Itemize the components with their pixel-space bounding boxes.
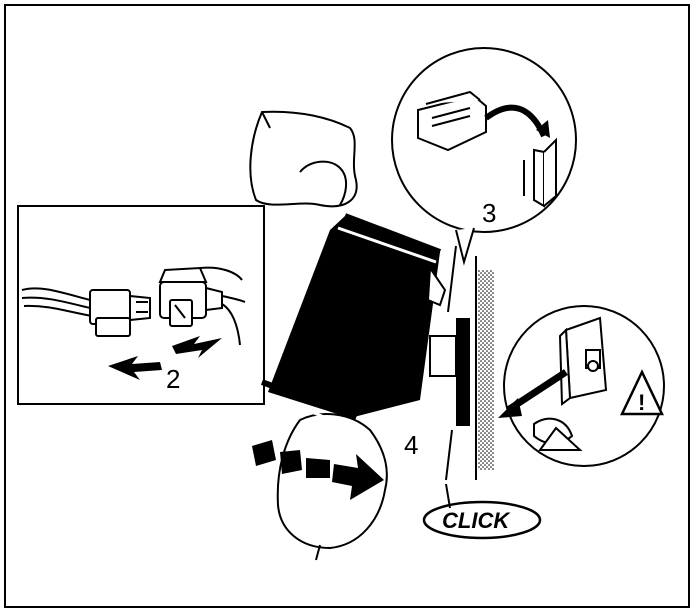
step-2-label: 2 xyxy=(166,364,180,394)
latch-detail-circle: 3 xyxy=(392,48,576,262)
connector-inset: 2 xyxy=(18,206,264,404)
warning-mark: ! xyxy=(638,390,645,415)
step-3-label: 3 xyxy=(482,198,496,228)
click-label: CLICK xyxy=(442,508,511,533)
wall-hatch xyxy=(478,270,494,470)
click-callout: CLICK xyxy=(424,484,540,538)
black-unit xyxy=(262,216,445,428)
step-4-label: 4 xyxy=(404,430,418,460)
warning-detail-circle: ! xyxy=(498,306,664,466)
